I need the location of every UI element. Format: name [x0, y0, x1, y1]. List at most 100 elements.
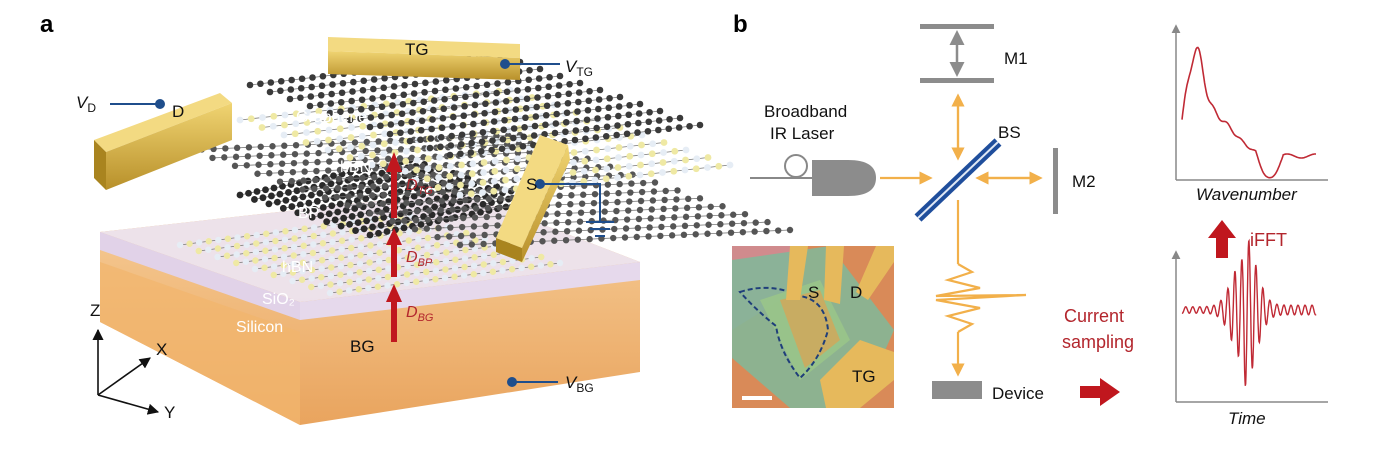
lattice-atom — [634, 129, 641, 136]
lattice-atom — [658, 223, 665, 231]
lattice-atom — [254, 170, 261, 177]
label-bp: BP — [298, 205, 319, 222]
lattice-atom — [718, 212, 725, 219]
lattice-atom — [340, 214, 348, 222]
lattice-atom — [649, 140, 657, 148]
lattice-atom — [660, 149, 667, 156]
lattice-atom — [282, 196, 290, 204]
label-tg: TG — [405, 40, 429, 59]
lattice-atom — [695, 204, 703, 211]
lattice-atom — [452, 248, 460, 255]
lattice-atom — [289, 168, 297, 176]
lattice-atom — [528, 255, 535, 262]
lattice-atom — [299, 268, 306, 275]
lattice-atom — [434, 233, 441, 241]
lattice-atom — [580, 177, 588, 185]
lattice-atom — [482, 222, 489, 230]
lattice-atom — [676, 114, 684, 122]
lattice-atom — [484, 204, 492, 212]
lattice-atom — [536, 65, 544, 73]
label-d-bp: DBP — [406, 249, 433, 269]
lattice-atom — [621, 234, 629, 241]
lattice-atom — [414, 146, 421, 154]
lattice-atom — [615, 189, 622, 197]
lattice-atom — [423, 268, 430, 276]
lattice-atom — [504, 78, 512, 86]
field-arrows — [386, 152, 402, 342]
lattice-atom — [318, 265, 325, 272]
lattice-atom — [661, 196, 668, 204]
lattice-atom — [625, 162, 633, 170]
lattice-atom — [303, 129, 310, 136]
lattice-atom — [501, 116, 508, 124]
lattice-atom — [270, 184, 278, 192]
lattice-atom — [458, 223, 466, 231]
lattice-atom — [659, 169, 666, 176]
lattice-atom — [327, 272, 335, 280]
lattice-atom — [508, 266, 516, 273]
lattice-atom — [419, 163, 426, 170]
lattice-atom — [457, 171, 465, 179]
lattice-atom — [481, 231, 488, 239]
lattice-atom — [328, 264, 335, 271]
lattice-atom — [245, 144, 253, 151]
lattice-atom — [450, 113, 457, 121]
lattice-atom — [298, 75, 306, 83]
lattice-atom — [272, 237, 279, 245]
lattice-atom — [491, 167, 499, 175]
lattice-atom — [424, 216, 432, 223]
lattice-atom — [555, 201, 562, 208]
lattice-atom — [370, 131, 377, 139]
lattice-atom — [400, 224, 408, 232]
lattice-atom — [415, 199, 422, 206]
lattice-atom — [287, 86, 295, 93]
label-d: D — [172, 102, 184, 121]
lattice-atom — [375, 258, 383, 265]
lattice-atom — [660, 139, 668, 146]
lattice-atom — [224, 235, 232, 242]
lattice-atom — [326, 116, 333, 124]
lattice-atom — [299, 259, 307, 266]
lattice-atom — [347, 144, 354, 151]
lattice-atom — [459, 121, 467, 129]
lattice-atom — [614, 122, 621, 129]
lattice-atom — [443, 215, 450, 223]
lattice-atom — [300, 251, 307, 258]
lattice-atom — [344, 202, 351, 209]
lattice-atom — [359, 174, 366, 182]
lattice-atom — [479, 200, 487, 208]
lattice-atom — [693, 155, 701, 163]
lattice-atom — [488, 146, 495, 154]
lattice-atom — [480, 169, 487, 176]
lattice-atom — [460, 272, 468, 279]
lattice-atom — [320, 231, 327, 238]
lattice-atom — [489, 268, 497, 275]
lattice-atom — [739, 228, 747, 236]
lattice-atom — [326, 289, 334, 297]
lattice-atom — [362, 195, 370, 203]
beam-paths — [880, 93, 1043, 377]
lattice-atom — [253, 231, 260, 239]
lattice-atom — [352, 227, 359, 234]
lattice-atom — [338, 254, 345, 261]
lattice-atom — [302, 207, 310, 215]
lattice-atom — [581, 157, 589, 165]
lattice-atom — [596, 86, 604, 94]
lattice-atom — [594, 115, 601, 122]
lattice-atom — [589, 208, 597, 216]
lattice-atom — [313, 197, 321, 205]
lattice-atom — [571, 136, 579, 144]
lattice-atom — [346, 154, 354, 161]
lattice-atom — [257, 80, 264, 88]
label-m2: M2 — [1072, 172, 1096, 191]
lattice-atom — [480, 240, 487, 248]
lattice-atom — [564, 99, 572, 107]
lattice-atom — [495, 213, 502, 220]
lattice-atom — [290, 252, 297, 259]
lattice-atom — [337, 222, 345, 230]
lattice-atom — [433, 250, 440, 257]
lattice-atom — [351, 139, 359, 146]
lattice-atom — [448, 215, 455, 222]
lattice-atom — [704, 230, 711, 237]
lattice-atom — [323, 176, 331, 183]
